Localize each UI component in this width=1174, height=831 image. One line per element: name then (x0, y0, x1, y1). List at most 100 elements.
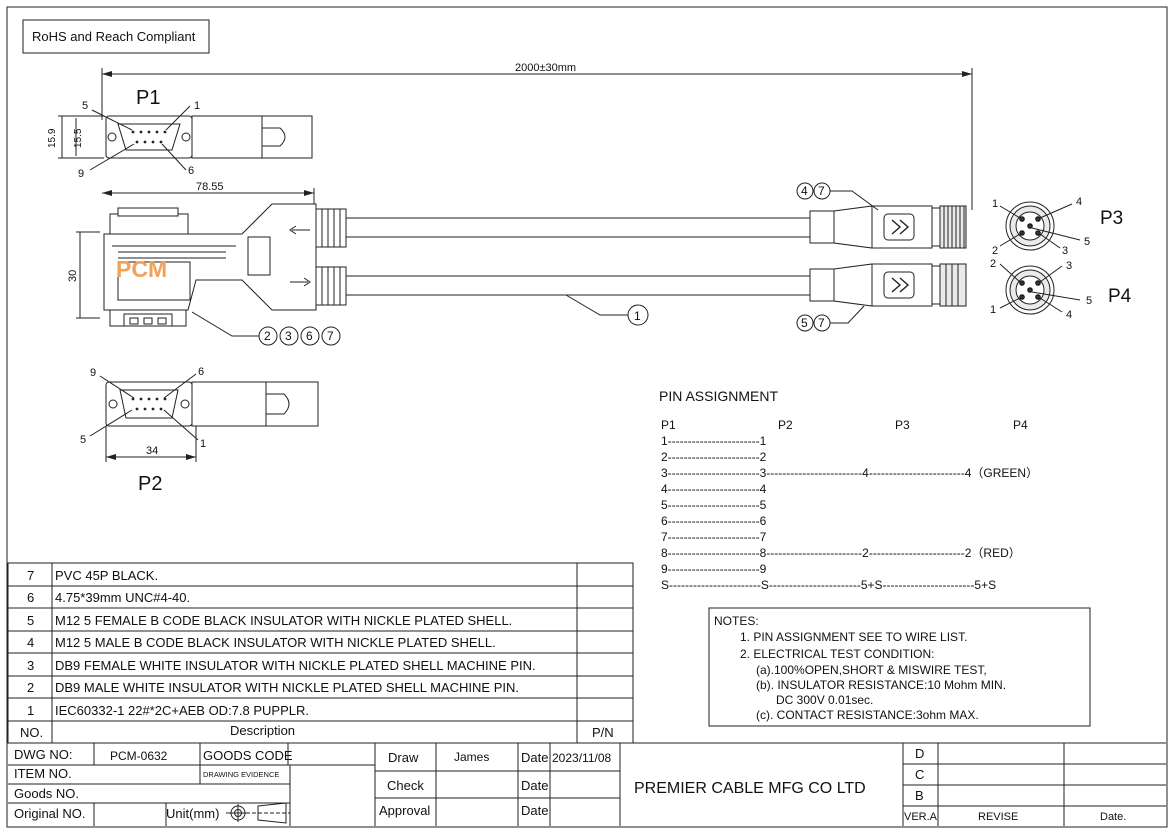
p3-pin-5: 5 (1084, 236, 1090, 248)
p1-d-sub (117, 123, 181, 151)
p4-pin-5: 5 (1086, 295, 1092, 307)
bom-desc: 4.75*39mm UNC#4-40. (55, 590, 190, 605)
drawing-evidence: DRAWING EVIDENCE (203, 770, 279, 779)
length-dimension: 2000±30mm (515, 62, 576, 74)
pin-assignment-rows: 1-----------------------1 2-------------… (661, 434, 1038, 592)
note-line: DC 300V 0.01sec. (776, 693, 873, 707)
pin-row: 3-----------------------3---------------… (661, 466, 1038, 480)
p1-dim-15-9: 15.9 (47, 128, 58, 148)
pin-row: 1-----------------------1 (661, 434, 767, 448)
draw-label: Draw (388, 750, 419, 765)
svg-text:2: 2 (264, 329, 271, 343)
goods-code-label: GOODS CODE (203, 748, 293, 763)
arrow-left (102, 71, 112, 77)
pin-assignment-title: PIN ASSIGNMENT (659, 388, 778, 404)
pin-row: 6-----------------------6 (661, 514, 767, 528)
original-no-label: Original NO. (14, 806, 86, 821)
bom-no: 1 (27, 703, 34, 718)
bom-header-no: NO. (20, 725, 43, 740)
bom-no: 3 (27, 658, 34, 673)
upper-strain-relief (315, 208, 347, 248)
p1-pin-9-label: 9 (78, 168, 84, 180)
note-line: (c). CONTACT RESISTANCE:3ohm MAX. (756, 708, 979, 722)
check-label: Check (387, 778, 424, 793)
svg-text:5: 5 (801, 316, 808, 330)
rev-d: D (915, 746, 924, 761)
bom-desc: DB9 MALE WHITE INSULATOR WITH NICKLE PLA… (55, 680, 519, 695)
drawer-name: James (454, 750, 489, 764)
bom-header-desc: Description (230, 723, 295, 738)
body-length-dim: 78.55 (196, 181, 224, 193)
lower-cable (345, 275, 811, 296)
p3-face-view (999, 201, 1081, 251)
p2-label: P2 (138, 473, 162, 495)
bom-no: 5 (27, 613, 34, 628)
pin-header-p1: P1 (661, 418, 676, 432)
bom-desc: IEC60332-1 22#*2C+AEB OD:7.8 PUPPLR. (55, 703, 309, 718)
bom-no: 7 (27, 568, 34, 583)
pin-row: 7-----------------------7 (661, 530, 767, 544)
bom-desc: M12 5 FEMALE B CODE BLACK INSULATOR WITH… (55, 613, 512, 628)
p3-pin-1: 1 (992, 198, 998, 210)
p4-face-view (999, 263, 1081, 315)
p2-d-sub (119, 389, 179, 419)
callout-5-7: 5 7 (796, 305, 865, 332)
bom-no: 2 (27, 680, 34, 695)
bom-table (7, 562, 634, 744)
bom-desc: PVC 45P BLACK. (55, 568, 158, 583)
revise-label: REVISE (978, 811, 1018, 823)
p2-pin-5-label: 5 (80, 434, 86, 446)
svg-text:4: 4 (801, 184, 808, 198)
body-height-dim: 30 (67, 270, 79, 282)
p4-pin-1: 1 (990, 304, 996, 316)
p4-pin-4: 4 (1066, 309, 1072, 321)
item-no-label: ITEM NO. (14, 766, 72, 781)
p3-label: P3 (1100, 208, 1123, 229)
note-line: (b). INSULATOR RESISTANCE:10 Mohm MIN. (756, 678, 1006, 692)
callout-2-3-6-7: 2 3 6 7 (191, 311, 341, 346)
p2-width-dim: 34 (146, 445, 158, 457)
bom-header-pn: P/N (592, 725, 614, 740)
compliance-box (22, 19, 210, 54)
pin-header-p2: P2 (778, 418, 793, 432)
svg-text:6: 6 (306, 329, 313, 343)
version-a: VER.A (904, 811, 938, 823)
p3-pin-4: 4 (1076, 196, 1082, 208)
callout-4-7: 4 7 (796, 182, 879, 211)
check-date-label: Date (521, 778, 548, 793)
p1-pin-1-label: 1 (194, 100, 200, 112)
bom-desc: DB9 FEMALE WHITE INSULATOR WITH NICKLE P… (55, 658, 536, 673)
date-label: Date (521, 750, 548, 765)
approval-label: Approval (379, 803, 430, 818)
approval-date-label: Date (521, 803, 548, 818)
p2-boot (191, 381, 319, 427)
pin-row: 9-----------------------9 (661, 562, 767, 576)
p2-pin-6-label: 6 (198, 366, 204, 378)
p1-dim-15-5: 15.5 (73, 128, 84, 148)
dwg-no-label: DWG NO: (14, 747, 73, 762)
rev-b: B (915, 788, 924, 803)
pin-row: 2-----------------------2 (661, 450, 767, 464)
p1-boot (191, 115, 313, 159)
pin-header-p3: P3 (895, 418, 910, 432)
upper-cable (345, 217, 811, 238)
p3-pin-3: 3 (1062, 245, 1068, 257)
svg-text:7: 7 (327, 329, 334, 343)
draw-date: 2023/11/08 (552, 751, 611, 765)
p4-m12-connector (809, 263, 967, 307)
projection-symbol-icon (226, 802, 290, 824)
rev-c: C (915, 767, 924, 782)
callout-1: 1 (565, 294, 649, 326)
note-line: 1. PIN ASSIGNMENT SEE TO WIRE LIST. (740, 630, 967, 644)
company-name: PREMIER CABLE MFG CO LTD (634, 780, 866, 797)
goods-no-label: Goods NO. (14, 786, 79, 801)
compliance-text: RoHS and Reach Compliant (32, 29, 196, 44)
p3-m12-connector (809, 205, 967, 249)
drawing-border (6, 6, 1168, 828)
pin-row: 5-----------------------5 (661, 498, 767, 512)
notes-box (708, 607, 1091, 727)
pin-row: S-----------------------S---------------… (661, 578, 996, 592)
pcm-logo: PCM (116, 256, 167, 282)
p4-pin-2: 2 (990, 258, 996, 270)
title-block (8, 742, 1166, 826)
